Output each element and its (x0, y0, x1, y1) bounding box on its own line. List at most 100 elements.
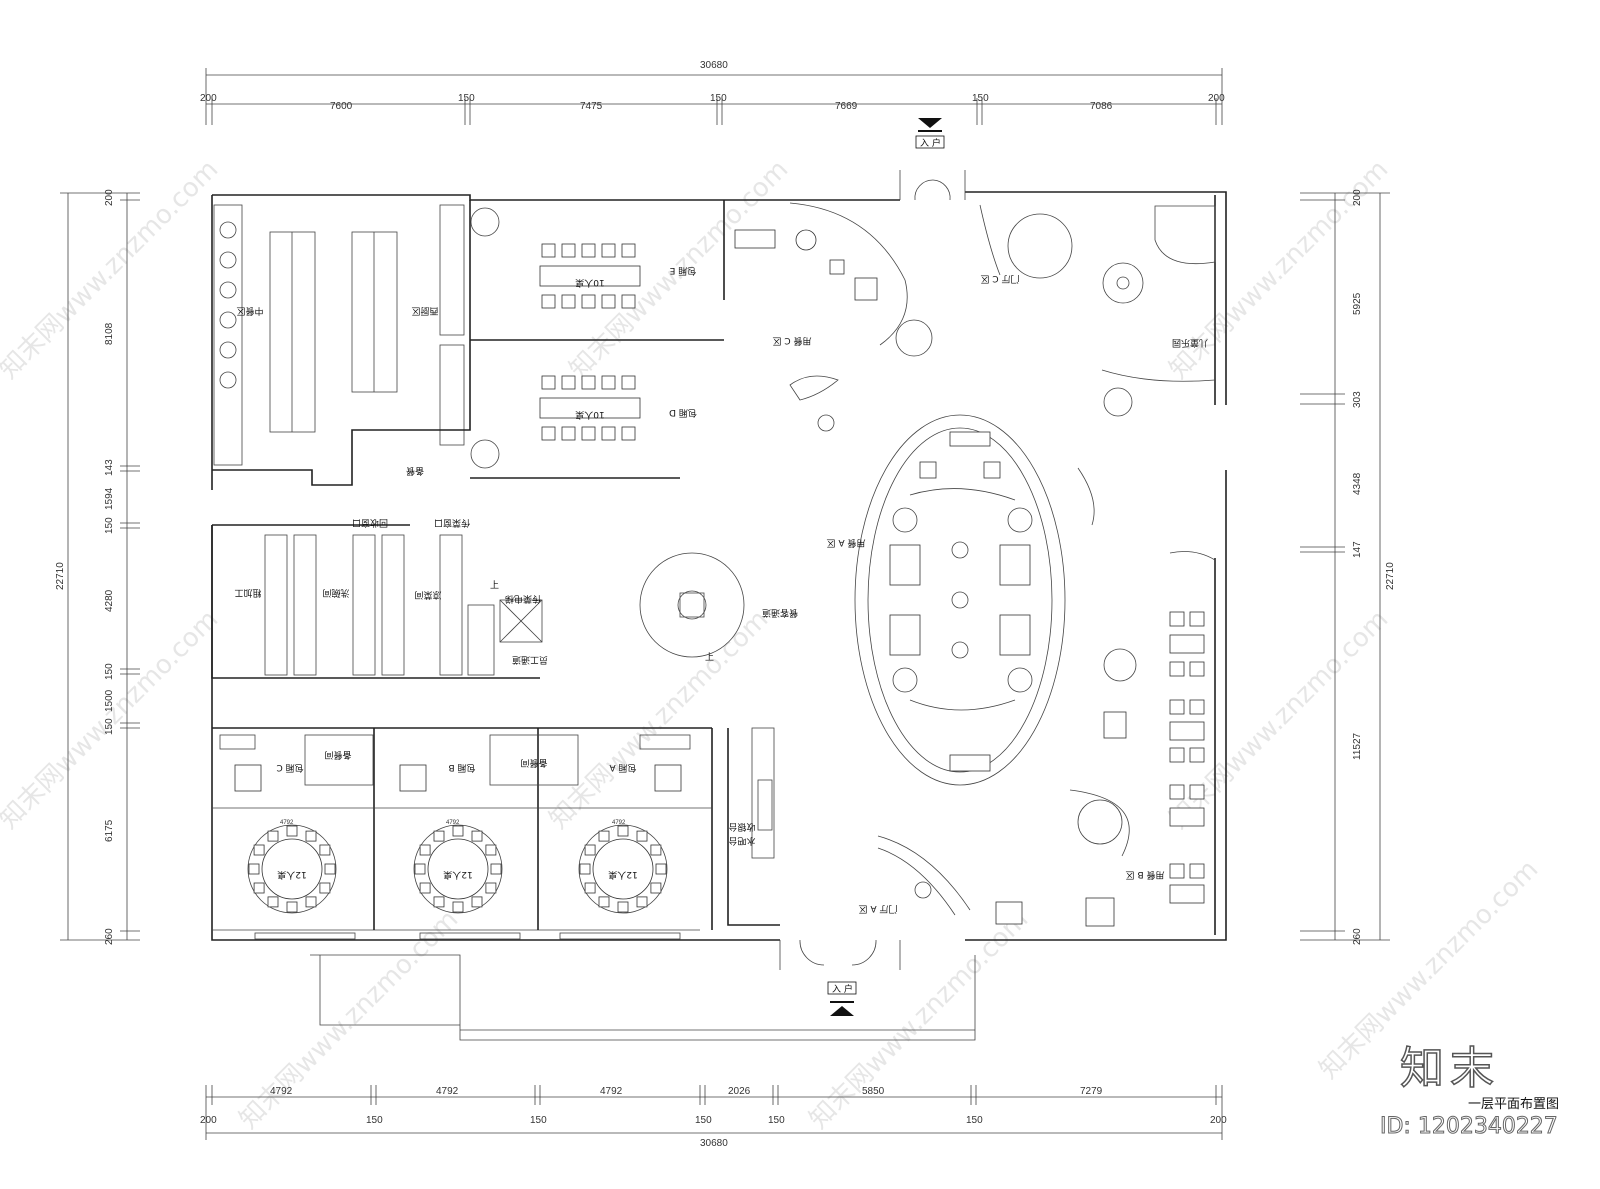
bottom-entrance-label: 入 户 (832, 983, 853, 995)
table-label-12-c: 12人桌 (277, 869, 306, 881)
right-dim: 200 (1352, 189, 1363, 206)
right-dim: 4348 (1352, 472, 1363, 495)
top-total-dim: 30680 (700, 60, 728, 71)
chair (286, 825, 298, 837)
bottom-dim: 150 (768, 1115, 785, 1126)
lobby-a: 门厅 A 区 收银台 水吧台 (727, 727, 971, 926)
left-dimensions: 22710 200 8108 143 1594 150 4280 150 150… (55, 189, 140, 945)
room-label-rough: 粗加工 (234, 587, 261, 599)
room-label-dining-c: 用餐 C 区 (772, 335, 811, 347)
chair (598, 896, 610, 908)
left-dim: 260 (104, 928, 115, 945)
seats (248, 825, 667, 913)
top-dim: 7669 (835, 101, 858, 112)
chair (485, 844, 497, 856)
chair (471, 896, 483, 908)
room-label-collect: 回收窗口 (352, 517, 388, 529)
left-dim: 6175 (104, 819, 115, 842)
left-dim: 200 (104, 189, 115, 206)
chair (650, 844, 662, 856)
chair (253, 844, 265, 856)
room-label-private-c: 包厢 C (276, 762, 303, 774)
right-total-dim: 22710 (1385, 562, 1396, 590)
round-table-b: 12人桌 4792 (413, 820, 503, 914)
top-dimensions: 30680 200 7600 150 7475 150 7669 150 708… (200, 60, 1225, 125)
round-table-c: 12人桌 4792 (247, 820, 337, 914)
chair (305, 896, 317, 908)
chair (305, 830, 317, 842)
left-dim: 1594 (104, 487, 115, 510)
room-label-private-a: 包厢 A (609, 762, 637, 774)
watermark: 知末网www.znzmo.com (804, 904, 1035, 1135)
chair (267, 896, 279, 908)
chairs-d (541, 375, 636, 441)
bottom-dim: 150 (695, 1115, 712, 1126)
dining-b: 用餐 B 区 (995, 467, 1216, 927)
watermark: 知末网www.znzmo.com (0, 154, 224, 385)
left-dim: 150 (104, 517, 115, 534)
right-dim: 11527 (1352, 732, 1363, 760)
room-label-up1: 上 (490, 580, 499, 591)
chair (579, 863, 591, 875)
room-label-private-e: 包厢 E (669, 265, 696, 277)
room-label-up2: 上 (705, 652, 714, 663)
top-dim: 7086 (1090, 101, 1113, 112)
right-dim: 260 (1352, 928, 1363, 945)
service-block: 粗加工 洗碗间 回收窗口 传菜窗口 凉菜间 传菜电梯 上 员工通道 餐客通道 上 (211, 517, 798, 679)
private-rooms-abc: 12人桌 4792 12人桌 4792 12人桌 4792 包厢 C 包厢 B … (212, 727, 713, 940)
chair (433, 896, 445, 908)
room-label-pantry1: 备餐间 (324, 749, 351, 761)
chair (636, 830, 648, 842)
oval-dining-a: 用餐 A 区 (827, 414, 1066, 786)
room-label-pantry2: 备餐间 (520, 757, 547, 769)
room-label-cashier2: 水吧台 (728, 835, 755, 847)
table-width-a: 4792 (612, 820, 626, 826)
bottom-dim: 150 (366, 1115, 383, 1126)
chair (414, 863, 426, 875)
bottom-dim: 7279 (1080, 1086, 1103, 1097)
chair (419, 844, 431, 856)
table-width-b: 4792 (446, 820, 460, 826)
room-label-private-d: 包厢 D (669, 407, 697, 419)
chair (617, 825, 629, 837)
room-label-serve: 传菜窗口 (434, 517, 470, 529)
chair (636, 896, 648, 908)
bottom-dim: 4792 (600, 1086, 623, 1097)
room-label-private-b: 包厢 B (448, 762, 475, 774)
room-label-dining-a: 用餐 A 区 (827, 537, 866, 549)
top-dim: 7475 (580, 101, 603, 112)
room-label-cashier: 收银台 (728, 821, 755, 833)
top-dim: 200 (1208, 93, 1225, 104)
round-table-a: 12人桌 4792 (578, 820, 668, 914)
chair (617, 901, 629, 913)
chair (584, 882, 596, 894)
north-dining: 用餐 C 区 门厅 C 区 儿童乐园 (734, 202, 1216, 432)
brand-block: 知末 一层平面布置图 ID: 1202340227 (1380, 1044, 1580, 1140)
left-dim: 4280 (104, 589, 115, 612)
right-dim: 5925 (1352, 292, 1363, 315)
chairs-e (541, 243, 636, 309)
private-rooms-de: 10人桌 包厢 E 10人桌 包厢 D (470, 200, 725, 479)
bottom-dim: 150 (966, 1115, 983, 1126)
room-label-guest: 餐客通道 (762, 607, 798, 619)
chair (319, 882, 331, 894)
bottom-dim: 5850 (862, 1086, 885, 1097)
chair (598, 830, 610, 842)
top-dim: 7600 (330, 101, 353, 112)
right-dimensions: 22710 200 5925 303 4348 147 11527 260 (1300, 189, 1396, 945)
top-dim: 150 (710, 93, 727, 104)
bottom-total-dim: 30680 (700, 1138, 728, 1149)
bottom-entrance-marker: 入 户 (827, 981, 857, 1016)
chair (452, 825, 464, 837)
kitchen-block: 中餐区 西厨区 备餐 (212, 200, 471, 486)
room-label-kids: 儿童乐园 (1172, 337, 1208, 349)
watermarks: 知末网www.znzmo.com 知末网www.znzmo.com 知末网www… (0, 154, 1544, 1135)
top-dim: 150 (458, 93, 475, 104)
left-dim: 143 (104, 459, 115, 476)
top-dim: 150 (972, 93, 989, 104)
right-dim: 303 (1352, 391, 1363, 408)
bottom-dim: 150 (530, 1115, 547, 1126)
chair (286, 901, 298, 913)
chair (324, 863, 336, 875)
